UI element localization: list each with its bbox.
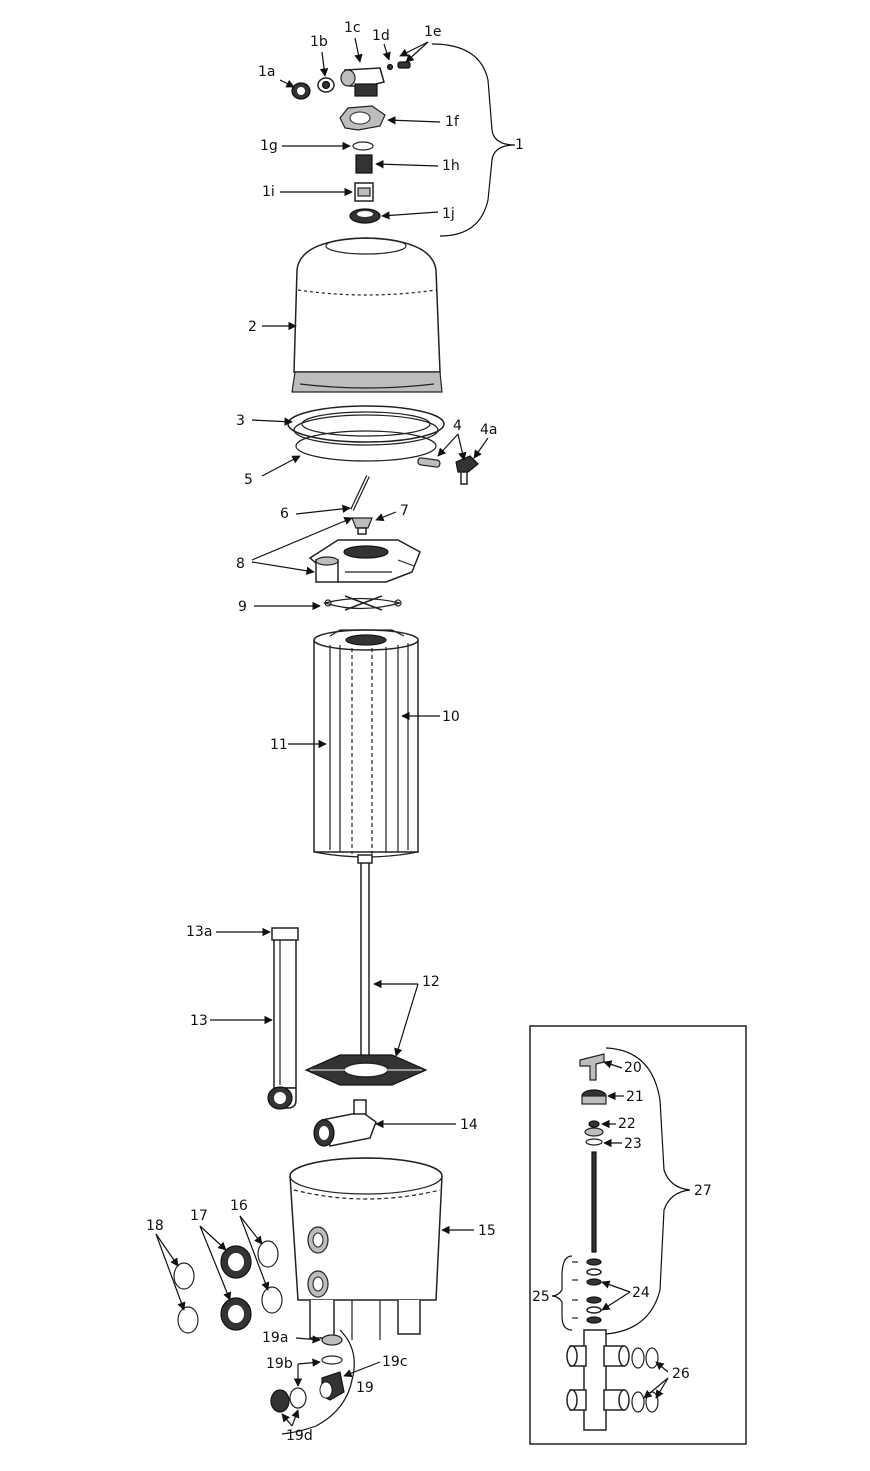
part-4-cartridge <box>417 457 441 468</box>
leader-lines <box>155 37 691 1435</box>
part-8-manifold <box>308 539 421 583</box>
part-3-clamp-ring <box>287 405 445 446</box>
label-26: 26 <box>672 1366 690 1382</box>
part-19d-drain-plug <box>270 1389 290 1413</box>
part-12-lateral-assembly <box>304 854 428 1086</box>
part-2-tank-lid <box>291 237 443 393</box>
callout-labels: 1 1a 1b 1c 1d 1e 1f 1g 1h 1i 1j 2 3 4 4a… <box>146 20 712 1444</box>
part-1g-o-ring <box>352 141 374 151</box>
label-15: 15 <box>478 1223 496 1239</box>
part-21-cap <box>581 1089 607 1105</box>
part-13-elbow <box>267 1086 293 1110</box>
label-3: 3 <box>236 413 245 429</box>
label-13a: 13a <box>186 924 212 940</box>
part-13a-pipe-cap <box>271 927 299 941</box>
part-10-11-filter-cartridge <box>313 629 419 858</box>
label-10: 10 <box>442 709 460 725</box>
label-23: 23 <box>624 1136 642 1152</box>
label-2: 2 <box>248 319 257 335</box>
inset-box <box>529 1025 747 1445</box>
label-5: 5 <box>244 472 253 488</box>
label-19a: 19a <box>262 1330 288 1346</box>
label-1g: 1g <box>260 138 278 154</box>
part-27-valve-stem <box>591 1151 597 1253</box>
label-1: 1 <box>515 137 524 153</box>
label-14: 14 <box>460 1117 478 1133</box>
label-22: 22 <box>618 1116 636 1132</box>
label-1c: 1c <box>344 20 361 36</box>
label-8: 8 <box>236 556 245 572</box>
label-1b: 1b <box>310 34 328 50</box>
part-1f-valve-handle <box>339 105 386 131</box>
label-12: 12 <box>422 974 440 990</box>
label-17: 17 <box>190 1208 208 1224</box>
label-27: 27 <box>694 1183 712 1199</box>
label-19: 19 <box>356 1380 374 1396</box>
part-1h-insert <box>355 154 373 174</box>
label-19b: 19b <box>266 1356 293 1372</box>
part-9-manifold-gasket <box>322 595 402 611</box>
part-19b-o-ring <box>289 1355 343 1409</box>
part-16-o-rings <box>257 1240 283 1314</box>
part-17-bulkhead-fittings <box>220 1245 252 1331</box>
part-26-o-rings <box>631 1347 659 1413</box>
label-4: 4 <box>453 418 462 434</box>
part-14-outlet-pipe <box>313 1099 377 1147</box>
label-11: 11 <box>270 737 288 753</box>
part-6-air-tube <box>350 475 370 511</box>
label-1j: 1j <box>442 206 455 222</box>
label-1e: 1e <box>424 24 442 40</box>
label-9: 9 <box>238 599 247 615</box>
label-20: 20 <box>624 1060 642 1076</box>
label-24: 24 <box>632 1285 650 1301</box>
label-25: 25 <box>532 1289 550 1305</box>
label-19c: 19c <box>382 1354 408 1370</box>
part-1e-screw <box>397 61 411 69</box>
part-13-standpipe <box>273 937 297 1109</box>
part-1b-ring <box>317 77 335 93</box>
label-19d: 19d <box>286 1428 313 1444</box>
part-1j-nut <box>349 208 381 224</box>
part-22-washer <box>584 1120 604 1137</box>
part-1d-bolt <box>386 63 394 71</box>
valve-body <box>566 1329 630 1431</box>
label-1d: 1d <box>372 28 390 44</box>
label-16: 16 <box>230 1198 248 1214</box>
label-1i: 1i <box>262 184 275 200</box>
part-7-air-fitting <box>351 517 373 535</box>
part-20-handle <box>579 1053 605 1081</box>
part-24-25-seals <box>572 1258 602 1324</box>
part-19c-drain-elbow <box>319 1371 345 1401</box>
label-1h: 1h <box>442 158 460 174</box>
label-1a: 1a <box>258 64 276 80</box>
label-1f: 1f <box>445 114 460 130</box>
label-21: 21 <box>626 1089 644 1105</box>
label-13: 13 <box>190 1013 208 1029</box>
part-1c-valve-body <box>340 67 385 97</box>
label-6: 6 <box>280 506 289 522</box>
part-15-tank-body <box>289 1157 443 1340</box>
part-1a-ring <box>291 82 311 100</box>
part-23-o-ring <box>585 1138 603 1146</box>
label-7: 7 <box>400 503 409 519</box>
part-1i-adapter <box>354 182 374 202</box>
label-4a: 4a <box>480 422 498 438</box>
part-5-tank-o-ring <box>295 430 437 462</box>
label-18: 18 <box>146 1218 164 1234</box>
part-4a-air-relief-valve <box>455 455 479 485</box>
part-18-o-rings <box>173 1262 199 1334</box>
part-19a-drain-nut <box>321 1334 343 1346</box>
